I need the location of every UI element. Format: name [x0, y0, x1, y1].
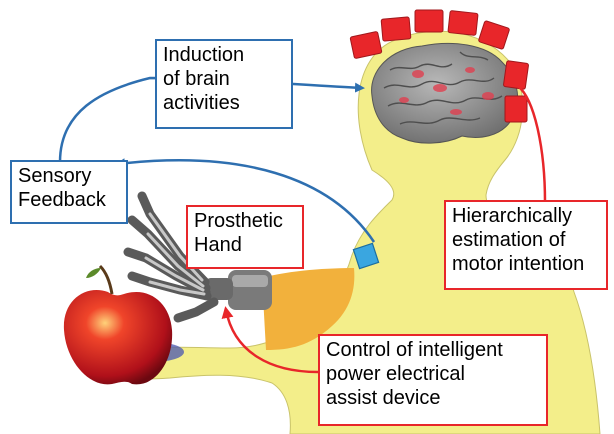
apple — [64, 290, 172, 384]
prosthetic-line-1: Prosthetic — [194, 209, 296, 233]
apple-stem — [100, 266, 112, 294]
sensory-line-2: Feedback — [18, 188, 120, 212]
control-line-3: assist device — [326, 386, 540, 410]
hierarchical-estimation-box: Hierarchically estimation of motor inten… — [444, 200, 608, 290]
sensory-feedback-box: Sensory Feedback — [10, 160, 128, 224]
hierarchical-line-1: Hierarchically — [452, 204, 600, 228]
induction-line-1: Induction — [163, 43, 285, 67]
hierarchical-line-3: motor intention — [452, 252, 600, 276]
sensory-line-1: Sensory — [18, 164, 120, 188]
induction-line-2: of brain — [163, 67, 285, 91]
apple-leaf — [86, 268, 101, 278]
induction-line-3: activities — [163, 91, 285, 115]
brain — [372, 43, 518, 143]
induction-box: Induction of brain activities — [155, 39, 293, 129]
hierarchical-line-2: estimation of — [452, 228, 600, 252]
prosthetic-line-2: Hand — [194, 233, 296, 257]
control-line-2: power electrical — [326, 362, 540, 386]
control-line-1: Control of intelligent — [326, 338, 540, 362]
control-device-box: Control of intelligent power electrical … — [318, 334, 548, 426]
prosthetic-hand-box: Prosthetic Hand — [186, 205, 304, 269]
